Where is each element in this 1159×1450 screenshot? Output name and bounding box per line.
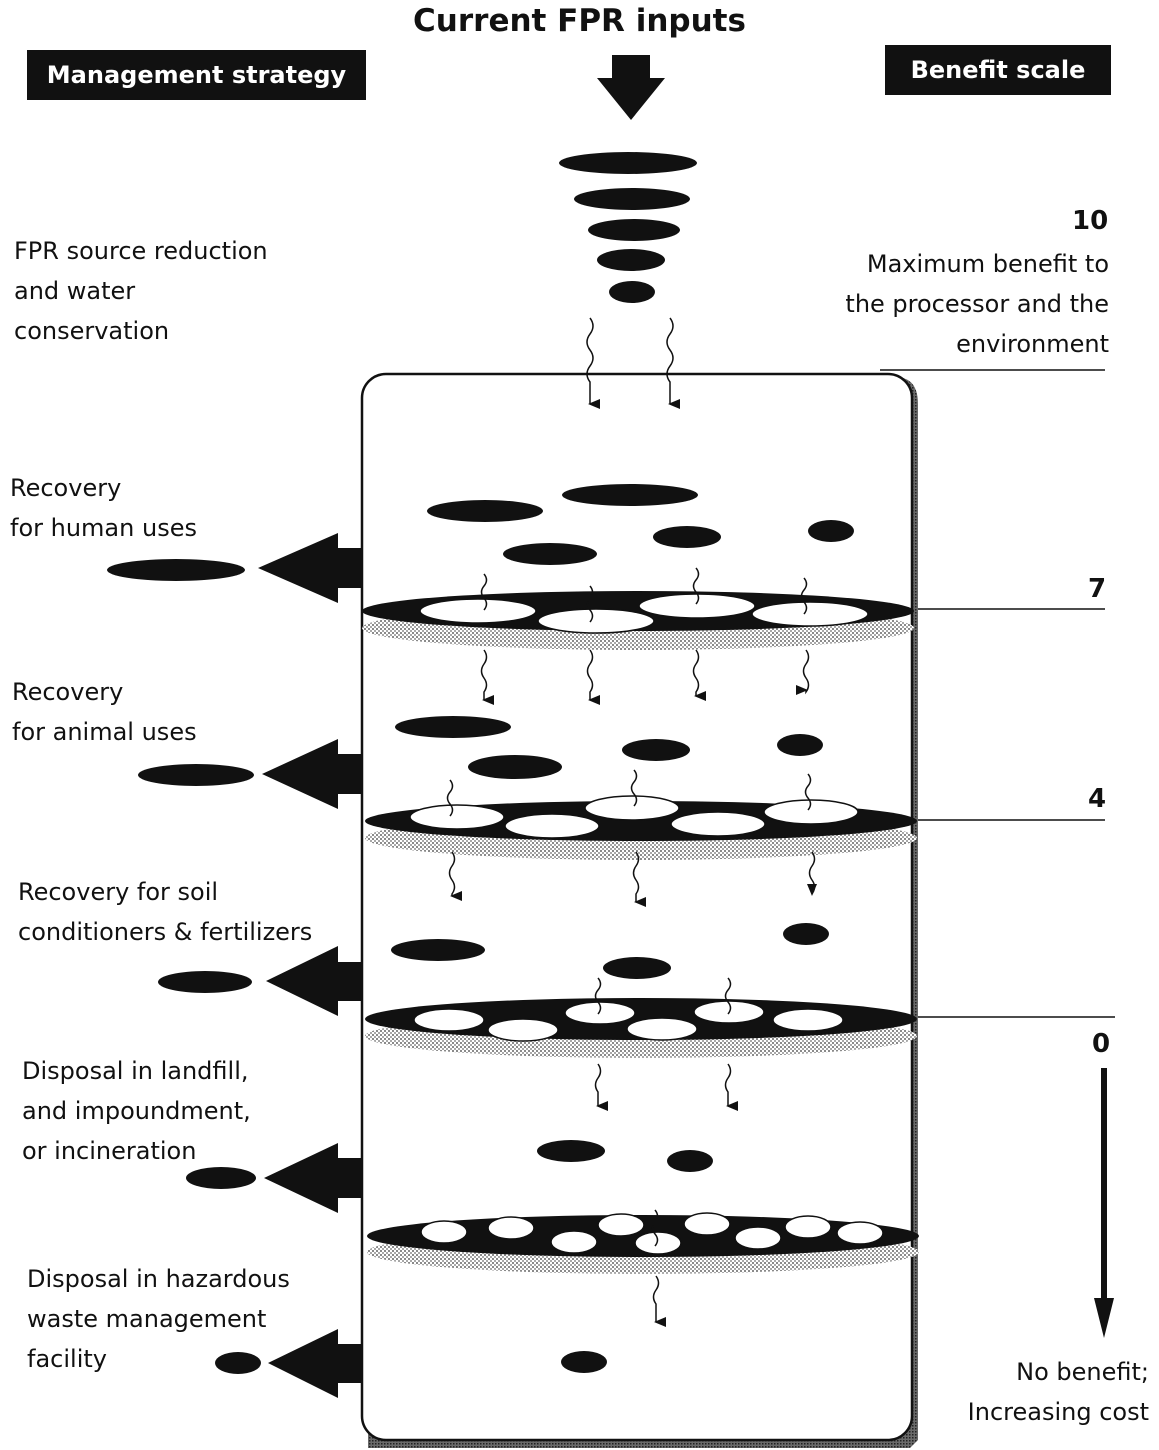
exit-arrow-4 <box>186 1143 362 1213</box>
tier-1-particles <box>427 484 854 565</box>
scale-bottom-label: No benefit; Increasing cost <box>967 1358 1149 1426</box>
screen-2 <box>365 795 917 860</box>
input-arrow <box>597 55 665 120</box>
tier-3-particles <box>391 923 829 979</box>
strategy-source-reduction: FPR source reduction and water conservat… <box>14 237 268 345</box>
screen-1 <box>362 591 914 650</box>
exit-arrow-2 <box>138 739 362 809</box>
scale-arrow <box>1094 1068 1114 1338</box>
scale-mark-4: 4 <box>1088 784 1107 814</box>
screen-3 <box>365 998 917 1058</box>
scale-mark-0: 0 <box>1092 1029 1111 1059</box>
strategy-soil-conditioners: Recovery for soil conditioners & fertili… <box>18 878 313 946</box>
tier-4-particles <box>537 1140 713 1172</box>
tier-2-particles <box>395 716 823 779</box>
strategy-animal-uses: Recovery for animal uses <box>12 678 197 746</box>
exit-arrow-1 <box>107 533 362 603</box>
management-strategy-header: Management strategy <box>27 50 366 100</box>
diagram-title: Current FPR inputs <box>413 3 746 39</box>
scale-value-top: 10 <box>1072 206 1109 236</box>
scale-lines <box>880 369 1115 1018</box>
scale-top-label: Maximum benefit to the processor and the… <box>845 250 1109 358</box>
strategy-hazardous-waste: Disposal in hazardous waste management f… <box>27 1265 290 1373</box>
screen-4 <box>367 1212 919 1274</box>
exit-arrow-3 <box>158 946 362 1016</box>
tier-5-particles <box>561 1351 607 1373</box>
internal-flow-arrows <box>446 567 824 1327</box>
input-ovals <box>559 152 697 303</box>
strategy-human-uses: Recovery for human uses <box>10 474 197 542</box>
strategy-landfill-incineration: Disposal in landfill, and impoundment, o… <box>22 1057 251 1165</box>
scale-mark-7: 7 <box>1088 574 1107 604</box>
entry-arrows <box>586 317 680 409</box>
benefit-scale-header: Benefit scale <box>885 45 1111 95</box>
exit-arrow-5 <box>215 1329 362 1398</box>
